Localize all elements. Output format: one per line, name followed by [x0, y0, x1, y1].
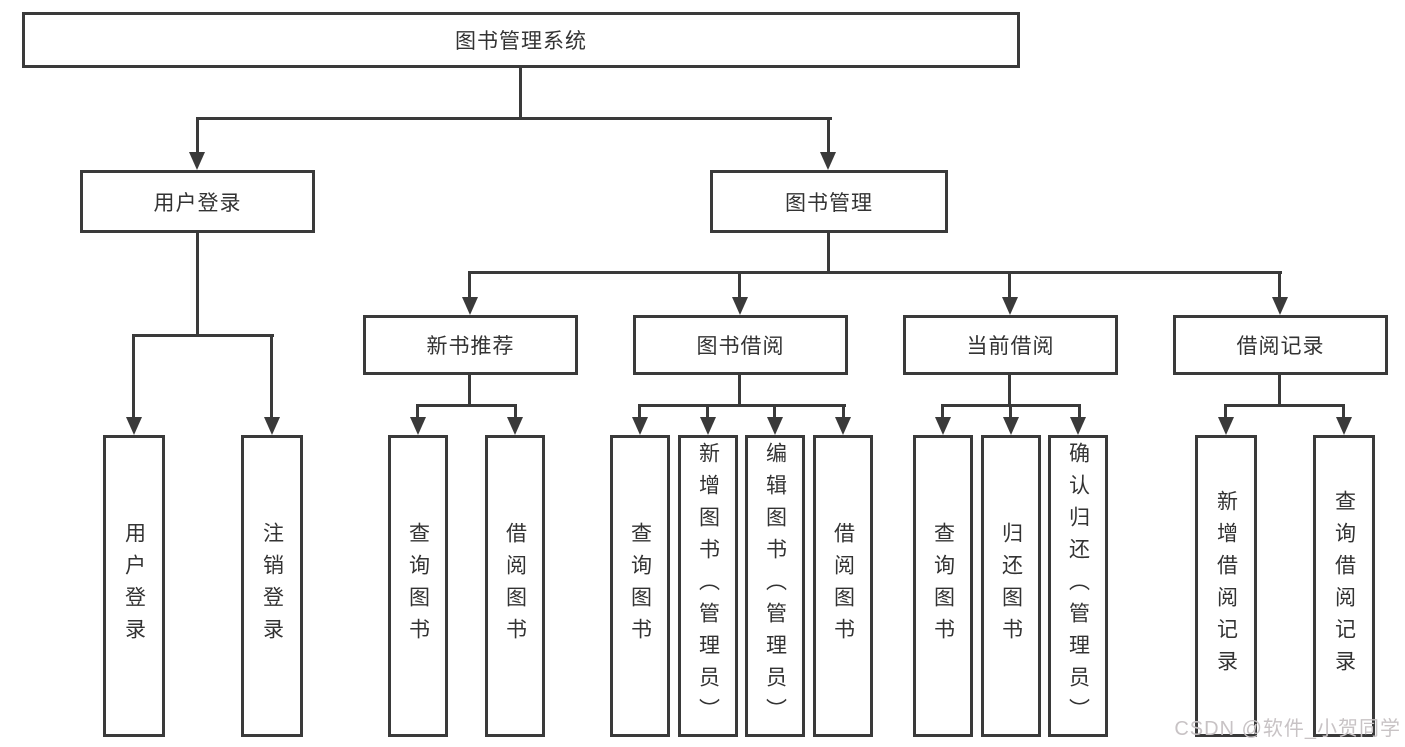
- arrowhead-down-icon: [507, 417, 523, 435]
- node-label: 新增图书（管理员）: [696, 442, 720, 730]
- arrowhead-down-icon: [410, 417, 426, 435]
- connector-line: [132, 334, 135, 420]
- node-label: 用户登录: [153, 191, 242, 215]
- node-label: 借阅记录: [1236, 335, 1325, 358]
- leaf-borrow-books-2: 借阅图书: [813, 435, 873, 737]
- connector-line: [519, 68, 522, 120]
- connector-line: [1224, 404, 1227, 422]
- leaf-add-books-admin: 新增图书（管理员）: [678, 435, 738, 737]
- arrowhead-down-icon: [1272, 297, 1288, 315]
- node-label: 图书管理: [785, 191, 873, 215]
- connector-line: [738, 271, 741, 301]
- node-label: 新增借阅记录: [1214, 490, 1238, 682]
- connector-line: [1342, 404, 1345, 422]
- node-label: 图书管理系统: [455, 30, 587, 53]
- connector-line: [1278, 271, 1281, 301]
- node-label: 注销登录: [260, 522, 284, 650]
- node-book-management-branch: 图书管理: [710, 170, 948, 233]
- node-label: 查询图书: [628, 522, 652, 650]
- node-borrow-records: 借阅记录: [1173, 315, 1388, 375]
- leaf-query-books-3: 查询图书: [913, 435, 973, 737]
- arrowhead-down-icon: [126, 417, 142, 435]
- connector-line: [1008, 271, 1011, 301]
- node-label: 编辑图书（管理员）: [763, 442, 787, 730]
- leaf-edit-books-admin: 编辑图书（管理员）: [745, 435, 805, 737]
- node-label: 新书推荐: [426, 335, 515, 358]
- node-label: 当前借阅: [966, 335, 1055, 358]
- arrowhead-down-icon: [189, 152, 205, 170]
- node-root-system: 图书管理系统: [22, 12, 1020, 68]
- arrowhead-down-icon: [462, 297, 478, 315]
- arrowhead-down-icon: [835, 417, 851, 435]
- connector-line: [468, 271, 1282, 274]
- arrowhead-down-icon: [1002, 297, 1018, 315]
- leaf-borrow-books-1: 借阅图书: [485, 435, 545, 737]
- connector-line: [1008, 375, 1011, 407]
- leaf-user-login: 用户登录: [103, 435, 165, 737]
- connector-line: [827, 233, 830, 274]
- node-label: 查询图书: [406, 522, 430, 650]
- connector-line: [196, 117, 199, 158]
- arrowhead-down-icon: [732, 297, 748, 315]
- arrowhead-down-icon: [1070, 417, 1086, 435]
- arrowhead-down-icon: [935, 417, 951, 435]
- arrowhead-down-icon: [632, 417, 648, 435]
- connector-line: [514, 404, 517, 422]
- connector-line: [738, 375, 741, 407]
- connector-line: [132, 334, 274, 337]
- connector-line: [416, 404, 517, 407]
- node-label: 图书借阅: [696, 335, 785, 358]
- connector-line: [638, 404, 846, 407]
- connector-line: [1224, 404, 1344, 407]
- arrowhead-down-icon: [767, 417, 783, 435]
- connector-line: [1078, 404, 1081, 422]
- node-user-login-branch: 用户登录: [80, 170, 315, 233]
- arrowhead-down-icon: [1336, 417, 1352, 435]
- connector-line: [706, 404, 709, 422]
- leaf-return-books: 归还图书: [981, 435, 1041, 737]
- connector-line: [1009, 404, 1012, 422]
- leaf-confirm-return-admin: 确认归还（管理员）: [1048, 435, 1108, 737]
- connector-line: [468, 271, 471, 301]
- connector-line: [1278, 375, 1281, 407]
- connector-line: [941, 404, 944, 422]
- node-label: 归还图书: [999, 522, 1023, 650]
- node-label: 用户登录: [122, 522, 146, 650]
- node-label: 确认归还（管理员）: [1066, 442, 1090, 730]
- node-label: 查询借阅记录: [1332, 490, 1356, 682]
- connector-line: [468, 375, 471, 407]
- node-label: 借阅图书: [831, 522, 855, 650]
- node-current-borrow: 当前借阅: [903, 315, 1118, 375]
- node-book-borrow: 图书借阅: [633, 315, 848, 375]
- connector-line: [196, 117, 832, 120]
- leaf-query-books-1: 查询图书: [388, 435, 448, 737]
- connector-line: [196, 233, 199, 337]
- leaf-logout: 注销登录: [241, 435, 303, 737]
- leaf-query-books-2: 查询图书: [610, 435, 670, 737]
- node-new-book-recommend: 新书推荐: [363, 315, 578, 375]
- arrowhead-down-icon: [264, 417, 280, 435]
- arrowhead-down-icon: [820, 152, 836, 170]
- connector-line: [773, 404, 776, 422]
- connector-line: [638, 404, 641, 422]
- arrowhead-down-icon: [700, 417, 716, 435]
- csdn-watermark: CSDN @软件_小贺同学: [1174, 718, 1401, 740]
- connector-line: [416, 404, 419, 422]
- leaf-add-borrow-record: 新增借阅记录: [1195, 435, 1257, 737]
- node-label: 借阅图书: [503, 522, 527, 650]
- leaf-query-borrow-record: 查询借阅记录: [1313, 435, 1375, 737]
- connector-line: [270, 334, 273, 420]
- arrowhead-down-icon: [1003, 417, 1019, 435]
- node-label: 查询图书: [931, 522, 955, 650]
- connector-line: [827, 117, 830, 158]
- connector-line: [842, 404, 845, 422]
- arrowhead-down-icon: [1218, 417, 1234, 435]
